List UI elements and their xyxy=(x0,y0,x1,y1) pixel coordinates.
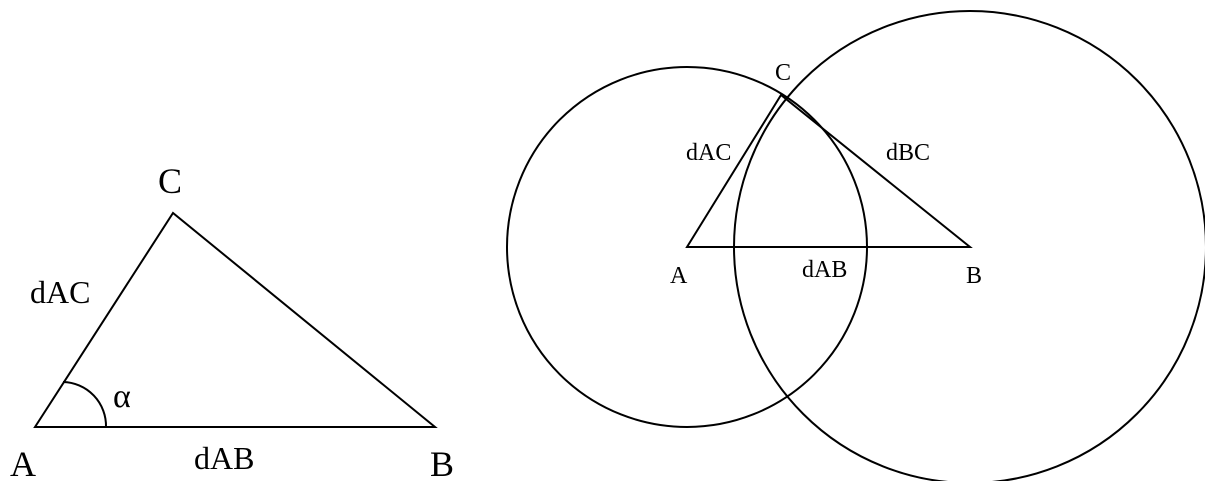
left-angle-alpha-label: α xyxy=(113,378,131,415)
right-side-ab-label: dAB xyxy=(802,257,847,283)
left-vertex-c-label: C xyxy=(158,161,182,201)
left-vertex-a-label: A xyxy=(10,444,36,481)
angle-alpha-arc xyxy=(62,381,108,428)
right-vertex-a-label: A xyxy=(670,263,688,289)
left-triangle xyxy=(33,211,438,428)
left-side-ac-label: dAC xyxy=(30,274,90,310)
right-side-bc-label: dBC xyxy=(886,140,930,166)
right-side-ac-label: dAC xyxy=(686,140,731,166)
right-triangle xyxy=(685,93,973,248)
right-figure: C dAC dBC A dAB B xyxy=(506,10,1205,481)
right-vertex-b-label: B xyxy=(966,263,982,289)
right-vertex-c-label: C xyxy=(775,60,791,86)
left-figure: C dAC α A dAB B xyxy=(10,161,454,481)
left-vertex-b-label: B xyxy=(430,444,454,481)
left-side-ab-label: dAB xyxy=(194,440,254,476)
